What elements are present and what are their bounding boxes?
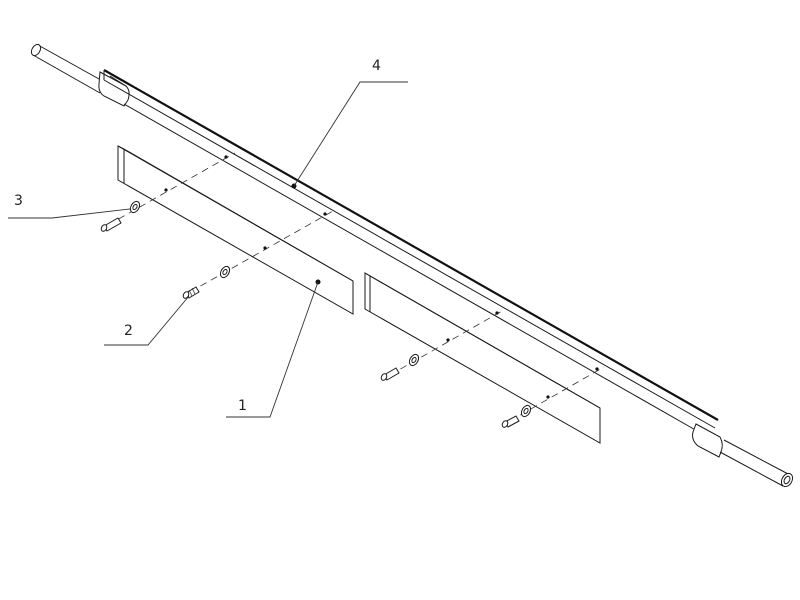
rail-left-tube xyxy=(30,43,109,94)
callout-label-3: 3 xyxy=(14,193,23,209)
washer-2 xyxy=(219,265,231,279)
callout-3: 3 xyxy=(8,193,131,219)
washer-3 xyxy=(408,353,420,367)
washer-4 xyxy=(520,404,532,418)
plate-right xyxy=(364,272,601,444)
washers xyxy=(129,200,532,418)
bolt-4 xyxy=(501,415,520,428)
bolt-1 xyxy=(100,217,122,232)
callout-1: 1 xyxy=(226,281,319,418)
callout-2: 2 xyxy=(104,295,190,346)
rail-assembly xyxy=(30,43,794,488)
bolt-2 xyxy=(182,286,200,299)
callout-4: 4 xyxy=(293,58,408,187)
washer-1 xyxy=(129,200,141,214)
callout-label-1: 1 xyxy=(238,398,247,414)
callout-label-2: 2 xyxy=(124,323,133,339)
rail-right-tube xyxy=(719,439,794,488)
callout-label-4: 4 xyxy=(372,58,381,74)
plate-left xyxy=(117,145,354,315)
rail-left-bracket xyxy=(98,71,130,107)
rail-right-bracket xyxy=(692,423,723,458)
bolt-3 xyxy=(380,367,400,381)
assembly-axes xyxy=(107,152,605,422)
bolts xyxy=(100,217,520,428)
rail-flat-bar xyxy=(103,69,719,433)
